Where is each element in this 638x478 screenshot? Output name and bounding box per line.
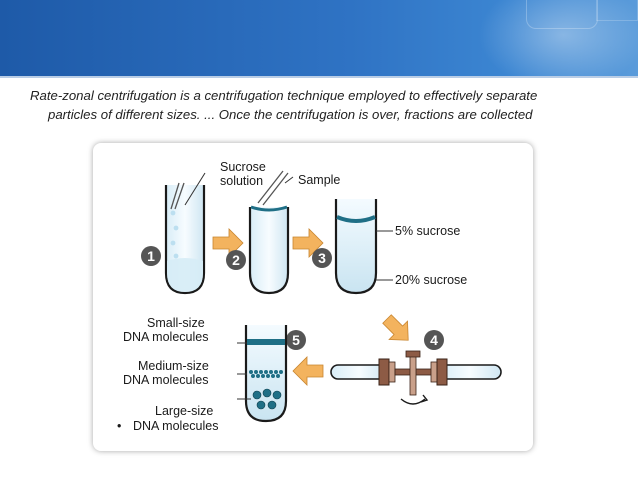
step-4-circle (424, 330, 444, 350)
tube-2 (248, 205, 290, 295)
header-decoration (526, 0, 598, 29)
step-3-circle (312, 248, 332, 268)
arrow-3-4 (382, 314, 409, 341)
step-5-circle (286, 330, 306, 350)
pipette-line-2 (262, 172, 289, 206)
header-gloss (478, 0, 638, 76)
step-5-number: 5 (292, 332, 300, 348)
sucrose-label-1: Sucrose (220, 160, 266, 174)
caption-line-1: Rate-zonal centrifugation is a centrifug… (30, 88, 538, 103)
centrifuge-rotor (330, 350, 502, 405)
caption-line-2: particles of different sizes. ... Once t… (48, 107, 533, 122)
five-percent-label: 5% sucrose (395, 224, 460, 238)
figure-canvas: Sucrose solution 1 Sample 2 5% sucrose 2… (117, 160, 502, 433)
step-2-number: 2 (232, 252, 240, 268)
step-4-number: 4 (430, 332, 438, 348)
tube-3 (334, 199, 378, 295)
medium-label-2: DNA molecules (123, 373, 208, 387)
step-3-number: 3 (318, 250, 326, 266)
header-banner (0, 0, 638, 76)
slide-caption: Rate-zonal centrifugation is a centrifug… (30, 86, 620, 124)
sucrose-label-2: solution (220, 174, 263, 188)
header-decoration-2 (596, 0, 638, 21)
step-1-circle (141, 246, 161, 266)
centrifugation-figure: Sucrose solution 1 Sample 2 5% sucrose 2… (93, 143, 533, 451)
sucrose-leader (184, 172, 206, 206)
tube-1 (164, 182, 206, 295)
small-label-2: DNA molecules (123, 330, 208, 344)
sample-leader (284, 176, 294, 184)
large-label-2: DNA molecules (133, 419, 218, 433)
pipette-line-1 (257, 170, 284, 204)
header-divider (0, 76, 638, 78)
arrow-4-5 (292, 356, 324, 386)
small-label-1: Small-size (147, 316, 205, 330)
tube-5 (244, 325, 288, 423)
twenty-percent-label: 20% sucrose (395, 273, 467, 287)
medium-label-1: Medium-size (138, 359, 209, 373)
step-2-circle (226, 250, 246, 270)
step-1-number: 1 (147, 248, 155, 264)
large-label-1: Large-size (155, 404, 213, 418)
sample-label: Sample (298, 173, 340, 187)
bullet-mark: • (117, 419, 121, 433)
